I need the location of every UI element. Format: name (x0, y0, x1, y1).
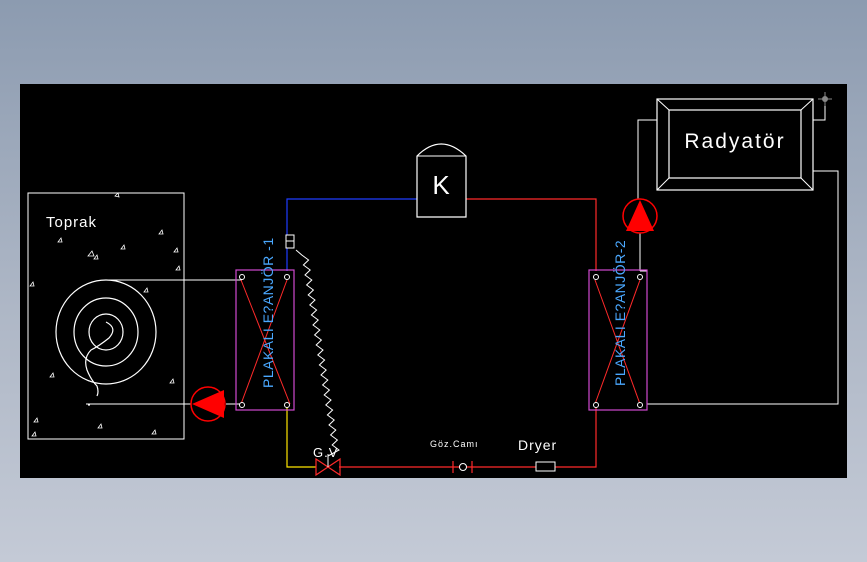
grip-marker (818, 92, 832, 106)
ground-box (27, 192, 185, 440)
plate-heat-exchanger-1: PLAKALI E?ANJÖR -1 (235, 237, 295, 411)
expansion-valve: G.V (313, 445, 341, 477)
dryer-label: Dryer (518, 437, 557, 453)
ground-texture (29, 192, 181, 437)
ground-label: Toprak (46, 214, 97, 231)
heat-pump-schematic: Toprak (27, 92, 839, 477)
capillary-tube (295, 249, 340, 457)
valve-label: G.V (313, 445, 338, 460)
thermostatic-bulb (285, 234, 295, 249)
ground-loop-spiral (55, 279, 157, 406)
sight-glass-label: Göz.Camı (430, 439, 479, 449)
diagram-canvas: Toprak (20, 84, 847, 478)
sight-glass: Göz.Camı (430, 439, 479, 473)
ground-loop-pump (190, 386, 226, 422)
compressor: K (416, 143, 467, 218)
discharge-line (466, 198, 597, 271)
liquid-line (339, 406, 597, 468)
dryer: Dryer (518, 437, 557, 472)
radiator: Radyatör (656, 98, 814, 191)
radiator-loop-pump (622, 198, 658, 234)
suction-line (286, 198, 417, 271)
radiator-label: Radyatör (684, 130, 785, 153)
hx1-label: PLAKALI E?ANJÖR -1 (259, 237, 276, 388)
expansion-outlet-line (286, 406, 316, 468)
compressor-label: K (432, 170, 450, 200)
plate-heat-exchanger-2: PLAKALI E?ANJÖR-2 (588, 240, 648, 411)
hx2-label: PLAKALI E?ANJÖR-2 (611, 240, 628, 386)
